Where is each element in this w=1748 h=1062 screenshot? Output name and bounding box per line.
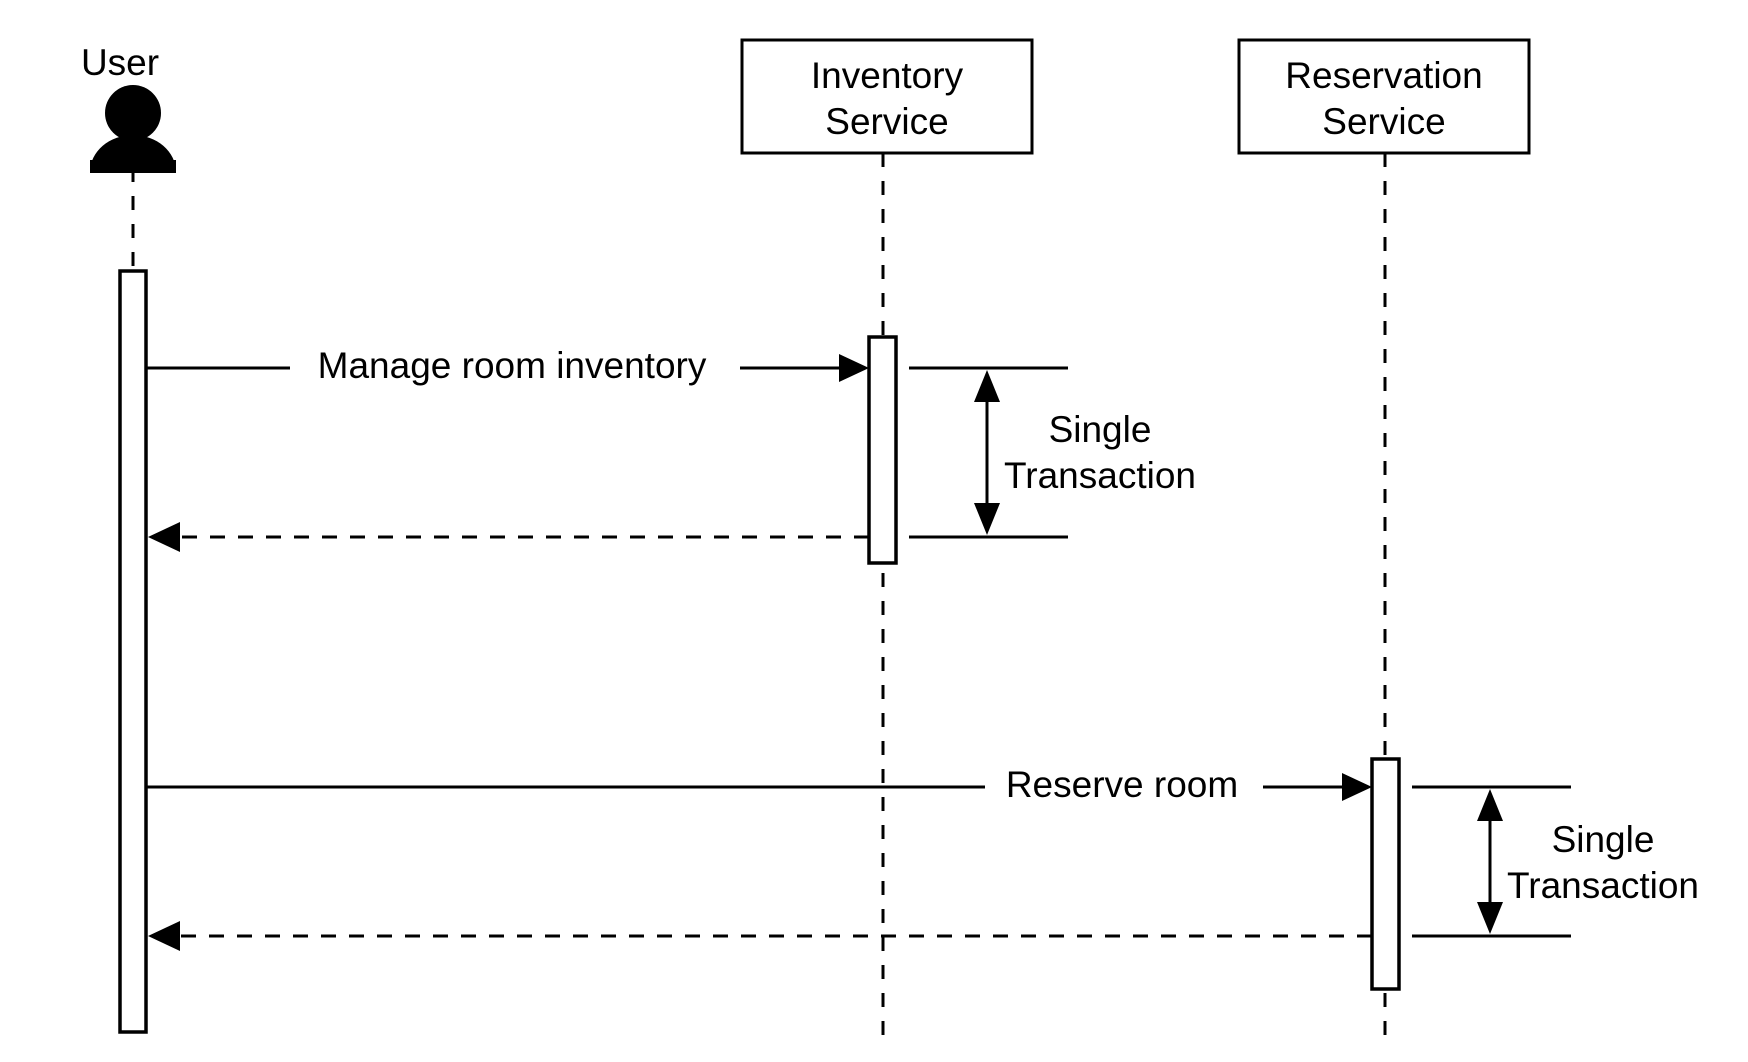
message-manage-room-inventory-arrowhead [839,354,869,382]
participant-inventory-service[interactable]: Inventory Service [740,38,1034,155]
activation-bar-reservation-service[interactable] [1370,757,1401,991]
message-inventory-return[interactable] [148,522,869,552]
message-reserve-room-label-bg [985,763,1263,811]
participant-reservation-service-box [1237,38,1531,155]
activation-bar-inventory-service[interactable] [867,335,898,565]
participant-inventory-service-label-line2: Service [825,101,948,142]
annotation-reservation-arrowhead-up [1477,789,1503,821]
message-reserve-room[interactable]: Reserve room [146,763,1372,811]
participant-reservation-service-label-line1: Reservation [1285,55,1482,96]
participant-reservation-service[interactable]: Reservation Service [1237,38,1531,155]
participant-reservation-service-label-line2: Service [1322,101,1445,142]
lifelines [131,153,1387,1035]
message-inventory-return-arrowhead [148,522,180,552]
participant-user-label: User [81,42,159,83]
activation-bar-user[interactable] [118,269,148,1034]
message-reserve-room-label: Reserve room [1006,764,1238,805]
annotation-reservation-arrowhead-down [1477,902,1503,934]
activation-bars [118,269,1401,1034]
message-reservation-return-arrowhead [148,921,180,951]
annotation-single-transaction-inventory: Single Transaction [909,366,1196,539]
message-reserve-room-arrowhead [1342,773,1372,801]
annotation-inventory-arrowhead-down [974,503,1000,535]
annotation-single-transaction-reservation: Single Transaction [1412,785,1699,938]
actor-person-icon [90,85,176,173]
message-manage-room-inventory-label: Manage room inventory [318,345,707,386]
annotation-reservation-text-line1: Single [1552,819,1655,860]
annotation-inventory-text-line1: Single [1049,409,1152,450]
annotation-reservation-text-line2: Transaction [1507,865,1699,906]
annotation-inventory-arrowhead-up [974,370,1000,402]
participant-inventory-service-box [740,38,1034,155]
participant-inventory-service-label-line1: Inventory [811,55,964,96]
participant-user[interactable]: User [81,42,176,173]
message-reservation-return[interactable] [148,921,1372,951]
message-manage-room-inventory[interactable]: Manage room inventory [146,344,869,392]
annotation-inventory-text-line2: Transaction [1004,455,1196,496]
message-manage-room-inventory-label-bg [290,344,740,392]
